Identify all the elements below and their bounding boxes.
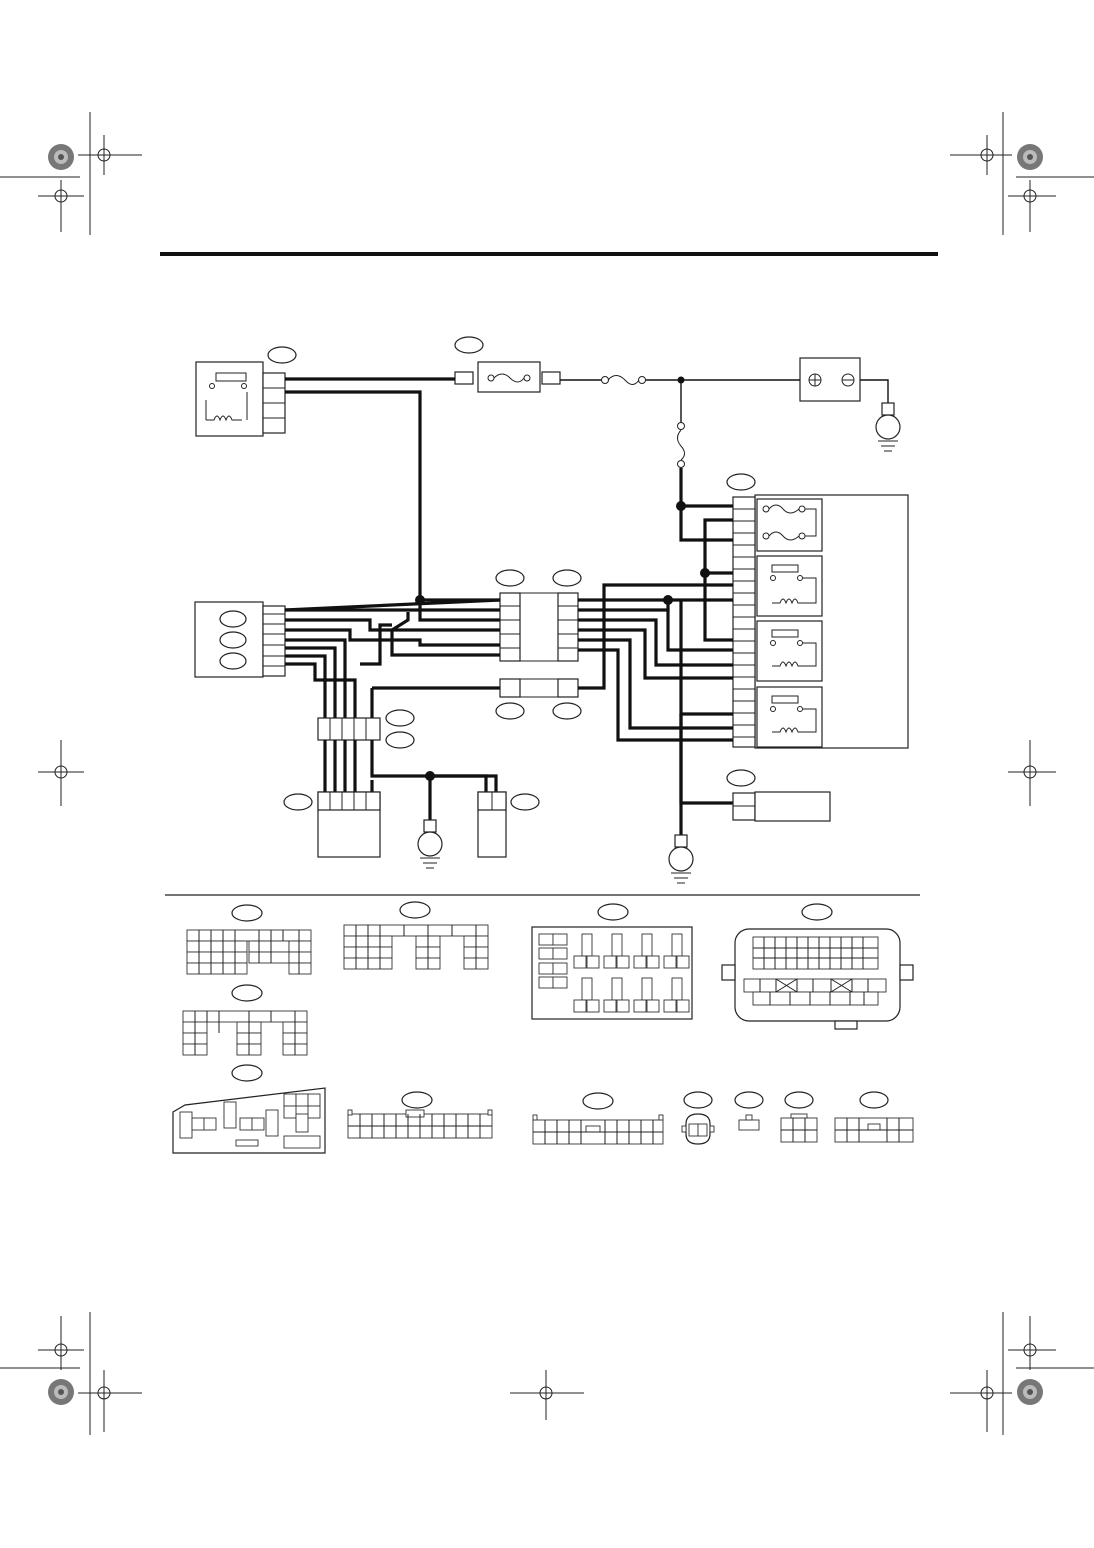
registration-sunburst-bottom-right [1017,1379,1043,1405]
module-right-lower [726,769,831,822]
ground-symbol-lower-center [417,819,443,869]
registration-marks [0,112,1094,1435]
joint-connector-lower [495,678,582,720]
connector-face-12 [834,1091,914,1143]
connector-face-11 [780,1091,818,1143]
callout-oval [385,731,415,749]
crosshair-top-right-a [950,135,1012,175]
control-unit-left [194,601,286,678]
callout-oval [267,346,297,364]
junction-dot [663,595,673,605]
crosshair-top-left-b [38,180,84,232]
connector-face-1 [186,904,312,975]
sensor-unit-lower-left [283,791,381,858]
crosshair-mid-right [1008,740,1056,806]
connector-face-4 [721,903,914,1030]
junction-dot [700,568,710,578]
registration-sunburst-bottom-left [48,1379,74,1405]
callout-oval [726,769,756,787]
battery [799,357,861,402]
callout-oval [454,336,484,354]
callout-oval [726,473,756,491]
relay-module-top-left [195,346,297,437]
connector-face-2 [343,901,489,970]
sensor-unit-lower-right [477,791,540,858]
connector-face-3 [531,903,693,1020]
crosshair-targets [0,112,1094,1435]
ground-symbol-right [668,834,694,884]
connector-face-views [172,901,914,1154]
harness-left-to-center [284,598,501,657]
connector-face-9 [681,1091,715,1145]
connector-face-8 [532,1092,664,1145]
registration-sunburst-top-left [48,144,74,170]
connector-face-6 [172,1064,326,1154]
fuse-holder-main [454,336,561,393]
crosshair-bottom-left-b [78,1370,142,1432]
inline-connector-small [317,709,415,749]
crosshair-bottom-right-b [1008,1316,1056,1370]
connector-face-10 [734,1091,764,1131]
callout-oval [495,569,525,587]
fusible-link [601,375,646,385]
relay-box-right [726,473,909,749]
callout-oval [510,793,540,811]
crosshair-bottom-left-a [38,1316,84,1370]
registration-sunburst-top-right [1017,144,1043,170]
crosshair-bottom-center [510,1370,584,1420]
schematic [194,336,909,884]
junction-dot [415,595,425,605]
junction-dot [425,771,435,781]
header-rule [160,252,938,256]
callout-oval [552,569,582,587]
junction-dot [676,501,686,511]
joint-connector-center [495,569,582,662]
harness-left-down [285,623,500,720]
inline-fuse [677,380,685,506]
connector-face-7 [347,1091,493,1139]
ground-symbol-battery [860,379,901,452]
crosshair-top-right-b [1008,180,1056,232]
crosshair-top-left-a [78,135,142,175]
callout-oval [283,793,313,811]
callout-oval [552,702,582,720]
callout-oval [385,709,415,727]
crosshair-mid-left [38,740,84,806]
callout-oval [495,702,525,720]
wire-relay-down [285,390,422,600]
crosshair-bottom-right-a [950,1370,1012,1432]
connector-face-5 [182,984,308,1056]
harness-center-to-relay-box [578,504,733,835]
